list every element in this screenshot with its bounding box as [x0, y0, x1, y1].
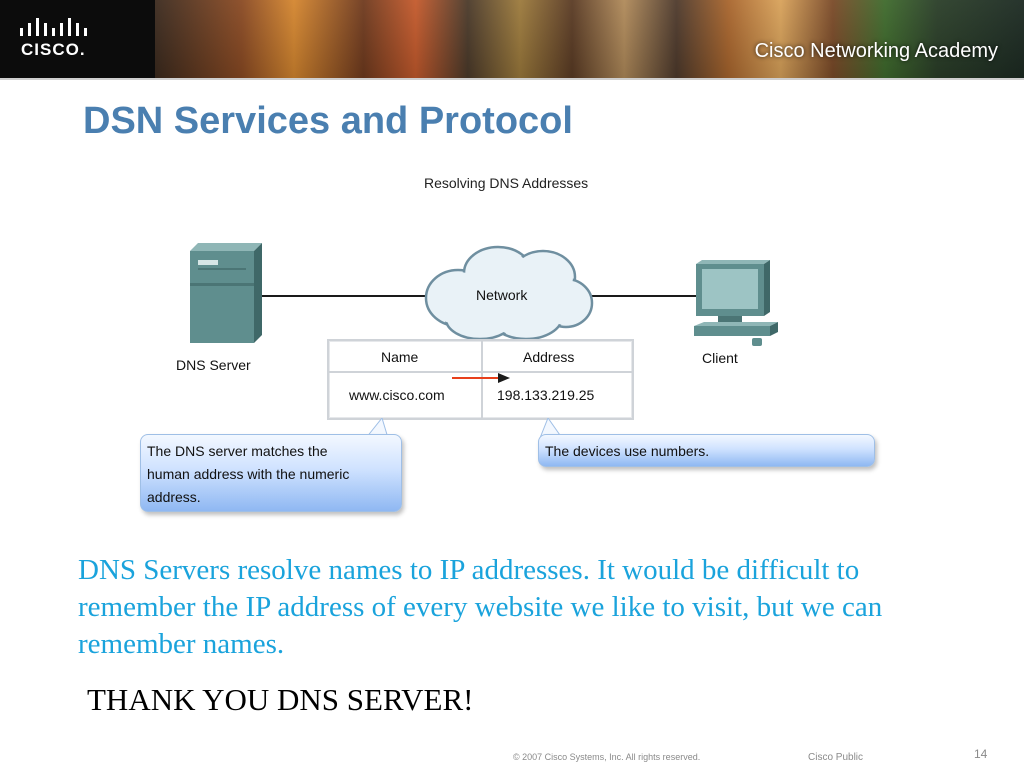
footer-classification: Cisco Public: [808, 752, 864, 763]
banner-photo-strip: [155, 0, 1024, 78]
footer-copyright: © 2007 Cisco Systems, Inc. All rights re…: [513, 752, 701, 762]
body-paragraph: DNS Servers resolve names to IP addresse…: [78, 554, 883, 660]
table-header-row: [329, 341, 632, 373]
cisco-logo-text: CISCO.: [21, 40, 86, 59]
wire-server-network: [262, 295, 432, 297]
wire-network-client: [588, 295, 696, 297]
callout-dns-server-line-1: The DNS server matches the: [147, 443, 328, 459]
cisco-logo-bars-icon: [20, 18, 87, 36]
academy-brand-text: Cisco Networking Academy: [754, 40, 998, 62]
callout-client-pointer: [539, 418, 563, 438]
table-cell-address: 198.133.219.25: [497, 387, 595, 403]
callout-dns-server: The DNS server matches the human address…: [140, 434, 402, 512]
table-cell-name: www.cisco.com: [349, 387, 445, 403]
callout-server-pointer: [365, 418, 389, 438]
table-header-name: Name: [381, 349, 419, 365]
diagram-title: Resolving DNS Addresses: [424, 175, 589, 191]
thank-you-text: THANK YOU DNS SERVER!: [87, 682, 474, 717]
callout-client: The devices use numbers.: [538, 434, 875, 467]
table-column-divider: [481, 341, 483, 418]
client-label: Client: [702, 350, 738, 366]
dns-server-icon: [190, 243, 262, 343]
cisco-logo: CISCO.: [0, 0, 155, 78]
banner-divider: [0, 78, 1024, 80]
callout-dns-server-line-3: address.: [147, 489, 201, 505]
dns-server-label: DNS Server: [176, 357, 251, 373]
header-banner: CISCO. Cisco Networking Academy: [0, 0, 1024, 80]
client-computer-icon: [694, 260, 778, 346]
page-number: 14: [974, 747, 988, 761]
table-header-address: Address: [523, 349, 575, 365]
network-cloud-icon: [424, 245, 594, 341]
slide-title: DSN Services and Protocol: [83, 100, 573, 142]
callout-dns-server-line-2: human address with the numeric: [147, 466, 350, 482]
mapping-arrow-icon: [452, 373, 510, 383]
dns-lookup-table: Name Address www.cisco.com 198.133.219.2…: [327, 339, 634, 420]
network-label: Network: [476, 287, 528, 303]
callout-client-text: The devices use numbers.: [545, 443, 710, 459]
